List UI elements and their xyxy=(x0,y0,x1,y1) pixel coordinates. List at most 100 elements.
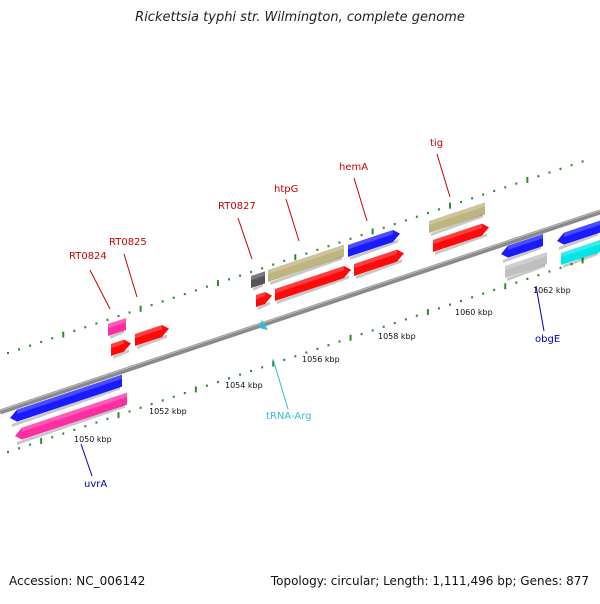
feature-hema-shadow xyxy=(350,239,398,260)
feature-obge-body xyxy=(501,234,543,258)
gene-label-uvra[interactable]: uvrA xyxy=(84,479,107,490)
feature-edge-blue[interactable] xyxy=(557,220,600,250)
feature-rt0827b-shadow xyxy=(258,301,270,310)
feature-rt0825-shadow xyxy=(137,334,167,349)
genome-backbone-highlight xyxy=(0,209,600,412)
feature-uvra-b-shadow xyxy=(17,404,125,445)
inner-tick-track xyxy=(7,257,584,454)
feature-hema-b-body xyxy=(354,249,404,276)
feature-uvra[interactable] xyxy=(10,374,122,427)
gene-label-trna-arg[interactable]: tRNA-Arg xyxy=(266,411,311,422)
feature-rt0827b-body xyxy=(256,292,272,307)
gene-label-obge[interactable]: obgE xyxy=(535,334,560,345)
feature-htpg-shadow xyxy=(270,256,342,285)
feature-tig-shine xyxy=(429,202,485,226)
feature-obge-b-shadow xyxy=(507,264,545,281)
leader-rt0824 xyxy=(89,269,111,310)
feature-obge-b-body xyxy=(505,252,547,278)
feature-htpg[interactable] xyxy=(268,244,344,285)
feature-rt0827[interactable] xyxy=(251,271,265,291)
feature-layer xyxy=(10,202,600,445)
feature-htpg-body xyxy=(268,244,344,282)
gene-label-rt0824[interactable]: RT0824 xyxy=(69,251,107,262)
feature-rt0824b[interactable] xyxy=(111,339,131,359)
feature-obge-shadow xyxy=(503,246,541,263)
feature-rt0827b[interactable] xyxy=(256,292,272,310)
feature-hema-body xyxy=(348,230,400,257)
feature-edge-blue-shine xyxy=(564,220,600,237)
feature-uvra-shine xyxy=(17,374,122,414)
scale-label-1050: 1050 kbp xyxy=(74,435,112,444)
genome-summary-text: Topology: circular; Length: 1,111,496 bp… xyxy=(270,574,589,588)
feature-hema-b-shine xyxy=(354,249,397,269)
feature-uvra-b-body xyxy=(15,392,127,440)
scale-label-1056: 1056 kbp xyxy=(302,355,340,364)
leader-trna-arg xyxy=(272,358,289,410)
leader-uvra xyxy=(80,443,93,477)
feature-uvra-b-shine xyxy=(22,392,127,432)
feature-rt0825-shine xyxy=(135,325,162,339)
feature-edge-blue-shadow xyxy=(559,232,598,250)
gene-labels: RT0824 RT0825 RT0827 htpG hemA tig uvrA … xyxy=(69,138,560,490)
feature-tig[interactable] xyxy=(429,202,485,236)
scale-label-1060: 1060 kbp xyxy=(455,308,493,317)
scale-labels: 1050 kbp 1052 kbp 1054 kbp 1056 kbp 1058… xyxy=(74,286,571,444)
feature-obge[interactable] xyxy=(501,234,543,263)
feature-hema[interactable] xyxy=(348,230,400,260)
feature-htpg-b[interactable] xyxy=(275,266,351,304)
gene-label-htpg[interactable]: htpG xyxy=(274,184,298,195)
outer-tick-track xyxy=(7,160,584,355)
feature-edge-cyan-shine xyxy=(561,240,600,258)
feature-obge-b[interactable] xyxy=(505,252,547,281)
feature-rt0824-shadow xyxy=(110,330,124,339)
feature-edge-cyan[interactable] xyxy=(561,240,600,268)
genome-backbone xyxy=(0,209,600,415)
gene-label-tig[interactable]: tig xyxy=(430,138,443,149)
feature-edge-blue-body xyxy=(557,220,600,245)
feature-rt0827-shadow xyxy=(253,283,263,291)
feature-hema-shine xyxy=(348,230,393,250)
feature-tig-b-body xyxy=(433,223,489,252)
feature-tig-shadow xyxy=(431,214,483,236)
feature-hema-b[interactable] xyxy=(354,249,404,279)
leader-hema xyxy=(353,177,368,222)
feature-rt0824b-shine xyxy=(111,339,124,349)
leader-tig xyxy=(436,153,451,198)
feature-htpg-b-body xyxy=(275,266,351,301)
feature-uvra-b[interactable] xyxy=(15,392,127,445)
scale-label-1052: 1052 kbp xyxy=(149,407,187,416)
scale-label-1054: 1054 kbp xyxy=(225,381,263,390)
feature-rt0824-shine xyxy=(108,318,126,329)
accession-text: Accession: NC_006142 xyxy=(9,574,146,588)
feature-rt0827-shine xyxy=(251,271,265,281)
feature-tig-b[interactable] xyxy=(433,223,489,255)
gene-label-hema[interactable]: hemA xyxy=(339,162,368,173)
feature-edge-cyan-shadow xyxy=(563,252,598,268)
feature-rt0827b-shine xyxy=(256,292,265,300)
feature-tig-body xyxy=(429,202,485,233)
leader-rt0827 xyxy=(237,217,253,260)
feature-uvra-shadow xyxy=(12,386,120,427)
leader-obge xyxy=(535,285,545,332)
gene-label-rt0827[interactable]: RT0827 xyxy=(218,201,256,212)
feature-htpg-shine xyxy=(268,244,344,275)
feature-rt0824b-shadow xyxy=(113,349,129,359)
gene-label-rt0825[interactable]: RT0825 xyxy=(109,237,147,248)
feature-uvra-body xyxy=(10,374,122,422)
feature-rt0824[interactable] xyxy=(108,318,126,339)
feature-htpg-b-shadow xyxy=(277,275,349,304)
scale-label-1058: 1058 kbp xyxy=(378,332,416,341)
feature-htpg-b-shine xyxy=(275,266,344,294)
feature-obge-b-shine xyxy=(505,252,547,271)
feature-rt0824-body xyxy=(108,318,126,336)
feature-rt0825-body xyxy=(135,325,169,346)
leader-rt0825 xyxy=(123,253,138,298)
feature-rt0824b-body xyxy=(111,339,131,356)
leader-htpg xyxy=(285,198,300,242)
feature-trna-arg[interactable] xyxy=(259,320,268,330)
feature-rt0825[interactable] xyxy=(135,325,169,349)
feature-hema-b-shadow xyxy=(356,259,402,279)
feature-tig-b-shadow xyxy=(435,233,487,255)
label-leader-lines xyxy=(80,153,545,477)
